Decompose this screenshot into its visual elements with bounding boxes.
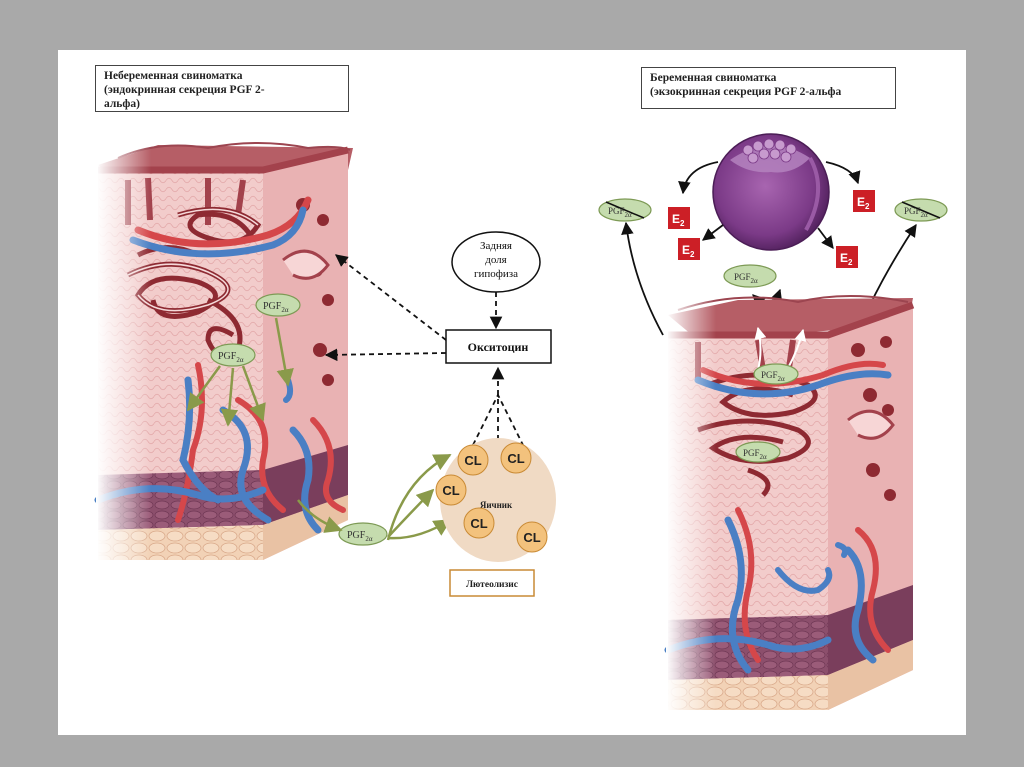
e2-base: E	[857, 195, 865, 209]
cl-label: CL	[523, 530, 540, 545]
nonpregnant-caption: Небеременная свиноматка (эндокринная сек…	[95, 65, 349, 112]
right-tissue-block	[664, 290, 915, 730]
svg-text:PGF2α: PGF2α	[218, 351, 244, 364]
pgf-base: PGF	[904, 206, 921, 216]
ovary: Яичник CL CL CL CL CL	[435, 438, 556, 562]
e2-sub: 2	[690, 250, 695, 259]
luteolysis-label: Лютеолизис	[466, 580, 518, 590]
e2-base: E	[682, 243, 690, 257]
pituitary-line-3: гипофиза	[474, 268, 518, 280]
e2-base: E	[840, 251, 848, 265]
right-epithelium-top	[668, 298, 913, 340]
e2-sub: 2	[865, 202, 870, 211]
svg-text:E2: E2	[840, 251, 853, 267]
pgf-sub: 2α	[921, 211, 929, 219]
pgf-base: PGF	[263, 301, 282, 312]
svg-text:E2: E2	[682, 243, 695, 259]
e2-box-3: E2	[853, 190, 875, 212]
corpus-luteum-2: CL	[500, 442, 532, 474]
corpus-luteum-4: CL	[463, 507, 495, 539]
nonpregnant-caption-line-3: альфа)	[104, 98, 140, 110]
pgf-sub: 2α	[751, 277, 759, 285]
svg-text:PGF2α: PGF2α	[263, 301, 289, 314]
right-vessels	[664, 360, 892, 674]
pgf-bubble-blocked-left: PGF2α	[598, 198, 652, 222]
oxytocin-node: Окситоцин	[445, 329, 552, 364]
e2-sub: 2	[848, 258, 853, 267]
corpus-luteum-5: CL	[516, 521, 548, 553]
pgf-flow-arrows	[186, 317, 452, 541]
pgf-base: PGF	[761, 370, 778, 380]
pgf-sub: 2α	[625, 211, 633, 219]
pituitary-node: Задняя доля гипофиза	[451, 231, 541, 293]
cl-label: CL	[470, 516, 487, 531]
svg-text:PGF2α: PGF2α	[904, 206, 928, 219]
pgf-sub: 2α	[281, 306, 289, 314]
pgf-bubble-left-1: PGF2α	[255, 293, 301, 317]
pgf-base: PGF	[743, 448, 760, 458]
embryo	[712, 133, 830, 251]
pgf-bubble-blocked-right: PGF2α	[894, 198, 948, 222]
e2-box-4: E2	[836, 246, 858, 268]
pgf-sub: 2α	[365, 535, 373, 543]
corpus-luteum-1: CL	[457, 444, 489, 476]
pgf-sub: 2α	[760, 453, 768, 461]
pgf-base: PGF	[347, 530, 366, 541]
cl-label: CL	[442, 483, 459, 498]
luteolysis-box: Лютеолизис	[449, 569, 535, 597]
secretion-arrows	[754, 326, 807, 371]
e2-sub: 2	[680, 219, 685, 228]
pgf-sub: 2α	[236, 356, 244, 364]
svg-text:PGF2α: PGF2α	[734, 272, 758, 285]
slide: Небеременная свиноматка (эндокринная сек…	[58, 50, 966, 735]
oxytocin-label: Окситоцин	[468, 340, 529, 354]
e2-base: E	[672, 212, 680, 226]
cl-label: CL	[464, 453, 481, 468]
svg-text:E2: E2	[672, 212, 685, 228]
pgf-bubble-right-2: PGF2α	[735, 441, 781, 463]
pgf-bubble-right-1: PGF2α	[753, 363, 799, 385]
pgf-bubble-lumen: PGF2α	[723, 264, 777, 288]
left-tissue-block	[94, 140, 353, 570]
right-gland-sections	[851, 336, 896, 501]
pgf-sub: 2α	[778, 375, 786, 383]
pgf-bubble-left-2: PGF2α	[210, 343, 256, 367]
nonpregnant-caption-line-1: Небеременная свиноматка	[104, 70, 243, 82]
corpus-luteum-3: CL	[435, 474, 467, 506]
diagram-art: PGF2α PGF2α PGF2α Задняя доля гипофиза	[94, 133, 948, 730]
pgf-base: PGF	[608, 206, 625, 216]
svg-text:E2: E2	[857, 195, 870, 211]
cl-label: CL	[507, 451, 524, 466]
pgf-base: PGF	[734, 272, 751, 282]
pituitary-line-2: доля	[485, 254, 507, 266]
svg-text:PGF2α: PGF2α	[347, 530, 373, 543]
nonpregnant-caption-line-2: (эндокринная секреция PGF 2-	[104, 84, 265, 96]
pregnant-caption-line-2: (экзокринная секреция PGF 2-альфа	[650, 86, 842, 98]
pgf-bubble-ovary: PGF2α	[338, 522, 388, 546]
pgf-base: PGF	[218, 351, 237, 362]
e2-box-2: E2	[678, 238, 700, 260]
ovary-label: Яичник	[480, 500, 513, 510]
svg-text:PGF2α: PGF2α	[608, 206, 632, 219]
svg-text:PGF2α: PGF2α	[761, 370, 785, 383]
pregnant-caption-line-1: Беременная свиноматка	[650, 72, 777, 84]
signal-arrows	[324, 254, 524, 446]
pregnant-caption: Беременная свиноматка (экзокринная секре…	[641, 67, 896, 109]
e2-box-1: E2	[668, 207, 690, 229]
pituitary-line-1: Задняя	[480, 240, 512, 252]
svg-text:PGF2α: PGF2α	[743, 448, 767, 461]
